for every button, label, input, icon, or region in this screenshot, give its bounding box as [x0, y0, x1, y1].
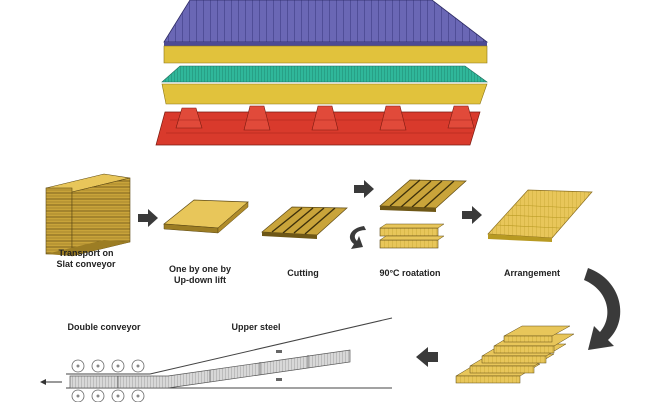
- step-1-label-line-2: Slat conveyor: [56, 259, 116, 269]
- step-3-label: Cutting: [287, 268, 319, 278]
- step-1-label-line-1: Transport on: [58, 248, 113, 258]
- arrow-left-icon: [416, 347, 438, 367]
- step-2-board-graphic: [163, 199, 249, 234]
- rotate-icon: [349, 226, 366, 249]
- stacked-panels-graphic: [455, 325, 575, 384]
- step-3-cut-graphic: [261, 206, 348, 239]
- middle-foam-core: [161, 83, 488, 105]
- bottom-steel-sheet: [155, 105, 481, 146]
- step-4-rotation-graphic: [349, 179, 467, 249]
- top-steel-sheet: [163, 0, 489, 43]
- double-conveyor-graphic: [40, 317, 393, 402]
- sandwich-panel-illustration: [155, 0, 489, 146]
- step-5-arrangement-graphic: [487, 189, 593, 242]
- step-5-label: Arrangement: [504, 268, 560, 278]
- arrow-right-icon: [462, 206, 482, 224]
- double-conveyor-label: Double conveyor: [67, 322, 141, 332]
- top-rollers: [71, 359, 145, 373]
- step-4-label: 90°C roatation: [379, 268, 440, 278]
- curved-arrow-icon: [584, 268, 621, 350]
- bottom-rollers: [71, 389, 145, 402]
- arrow-right-icon: [138, 209, 158, 227]
- step-2-label-line-2: Up-down lift: [174, 275, 226, 285]
- top-foam-core: [163, 45, 488, 64]
- middle-steel-sheet: [161, 65, 488, 83]
- step-2-label-line-1: One by one by: [169, 264, 231, 274]
- step-1-stack-graphic: [45, 173, 131, 257]
- arrow-right-icon: [354, 180, 374, 198]
- output-arrow-icon: [40, 379, 46, 385]
- upper-steel-label: Upper steel: [231, 322, 280, 332]
